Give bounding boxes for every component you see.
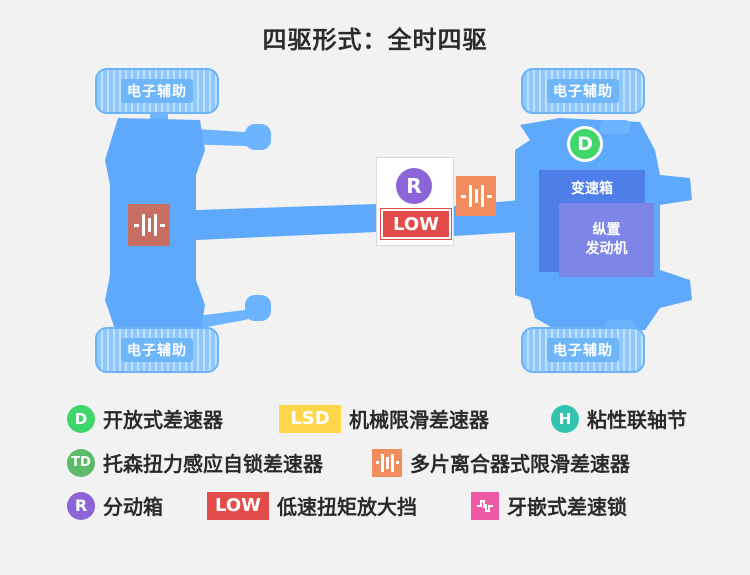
dog-clutch-icon <box>471 491 499 520</box>
drivetrain-diagram: 电子辅助 电子辅助 电子辅助 电子辅助 R LOW 变速箱 纵置 发动机 D <box>95 68 692 373</box>
multiplate-clutch-icon <box>372 448 402 477</box>
wheel-rear-right: 电子辅助 <box>95 327 219 373</box>
transfer-case: R LOW <box>376 157 454 246</box>
wheel-label: 电子辅助 <box>547 338 619 362</box>
wheel-rear-left: 电子辅助 <box>95 68 219 114</box>
legend-label: 开放式差速器 <box>103 408 223 432</box>
legend-viscous: H 粘性联轴节 <box>551 404 687 433</box>
legend-transfer-case: R 分动箱 <box>67 491 163 520</box>
legend-label: 粘性联轴节 <box>587 408 687 432</box>
legend-dog-clutch: 牙嵌式差速锁 <box>471 491 627 520</box>
page-title: 四驱形式：全时四驱 <box>262 26 488 54</box>
dog-clutch-glyph <box>477 499 493 512</box>
wheel-label: 电子辅助 <box>121 79 193 103</box>
wheel-front-right: 电子辅助 <box>521 327 645 373</box>
torsen-icon: TD <box>67 448 95 477</box>
legend-label: 机械限滑差速器 <box>349 408 489 432</box>
lsd-icon: LSD <box>279 404 341 433</box>
legend-low-range: LOW 低速扭矩放大挡 <box>207 491 417 520</box>
legend-label: 多片离合器式限滑差速器 <box>410 452 630 476</box>
front-open-diff-icon: D <box>567 126 603 162</box>
wheel-front-left: 电子辅助 <box>521 68 645 114</box>
legend-open-diff: D 开放式差速器 <box>67 404 223 433</box>
engine: 纵置 发动机 <box>559 203 654 277</box>
transfer-case-icon: R <box>396 168 432 204</box>
legend-multiplate: 多片离合器式限滑差速器 <box>372 448 630 477</box>
legend-label: 低速扭矩放大挡 <box>277 495 417 519</box>
legend-label: 分动箱 <box>103 495 163 519</box>
gearbox-label: 变速箱 <box>571 181 613 197</box>
engine-label-line1: 纵置 <box>592 222 621 238</box>
low-range-icon: LOW <box>207 491 269 520</box>
low-range-tag: LOW <box>380 208 452 240</box>
drive-shaft <box>196 204 376 240</box>
transfer-case-icon: R <box>67 491 95 520</box>
legend-label: 托森扭力感应自锁差速器 <box>103 452 323 476</box>
legend-torsen: TD 托森扭力感应自锁差速器 <box>67 448 323 477</box>
legend-label: 牙嵌式差速锁 <box>507 495 627 519</box>
legend-lsd: LSD 机械限滑差速器 <box>279 404 489 433</box>
engine-label-line2: 发动机 <box>585 241 628 257</box>
center-clutch-icon <box>456 176 496 216</box>
rear-clutch-icon <box>128 204 170 246</box>
wheel-label: 电子辅助 <box>121 338 193 362</box>
open-diff-icon: D <box>67 404 95 433</box>
wheel-label: 电子辅助 <box>547 79 619 103</box>
viscous-coupling-icon: H <box>551 404 579 433</box>
